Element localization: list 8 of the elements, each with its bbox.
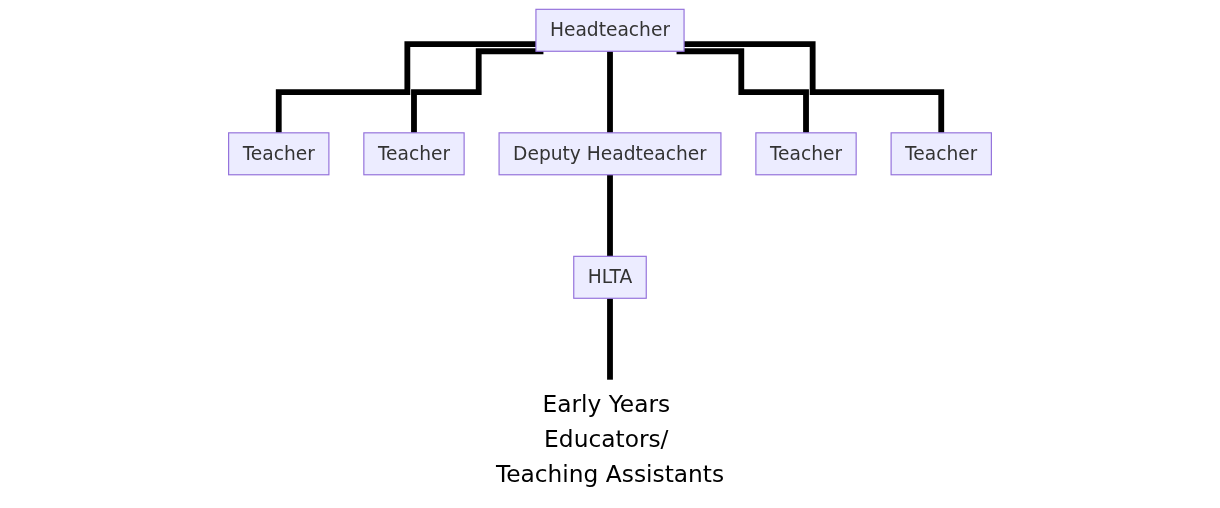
node-box: Teacher: [228, 132, 330, 176]
node-box: Teacher: [890, 132, 992, 176]
node-box: Deputy Headteacher: [498, 132, 722, 176]
node-box: Teacher: [755, 132, 857, 176]
node-text: Early Years Educators/ Teaching Assistants: [495, 390, 725, 489]
node-box: Teacher: [363, 132, 465, 176]
node-box: Headteacher: [535, 8, 685, 52]
node-box: HLTA: [573, 255, 647, 299]
